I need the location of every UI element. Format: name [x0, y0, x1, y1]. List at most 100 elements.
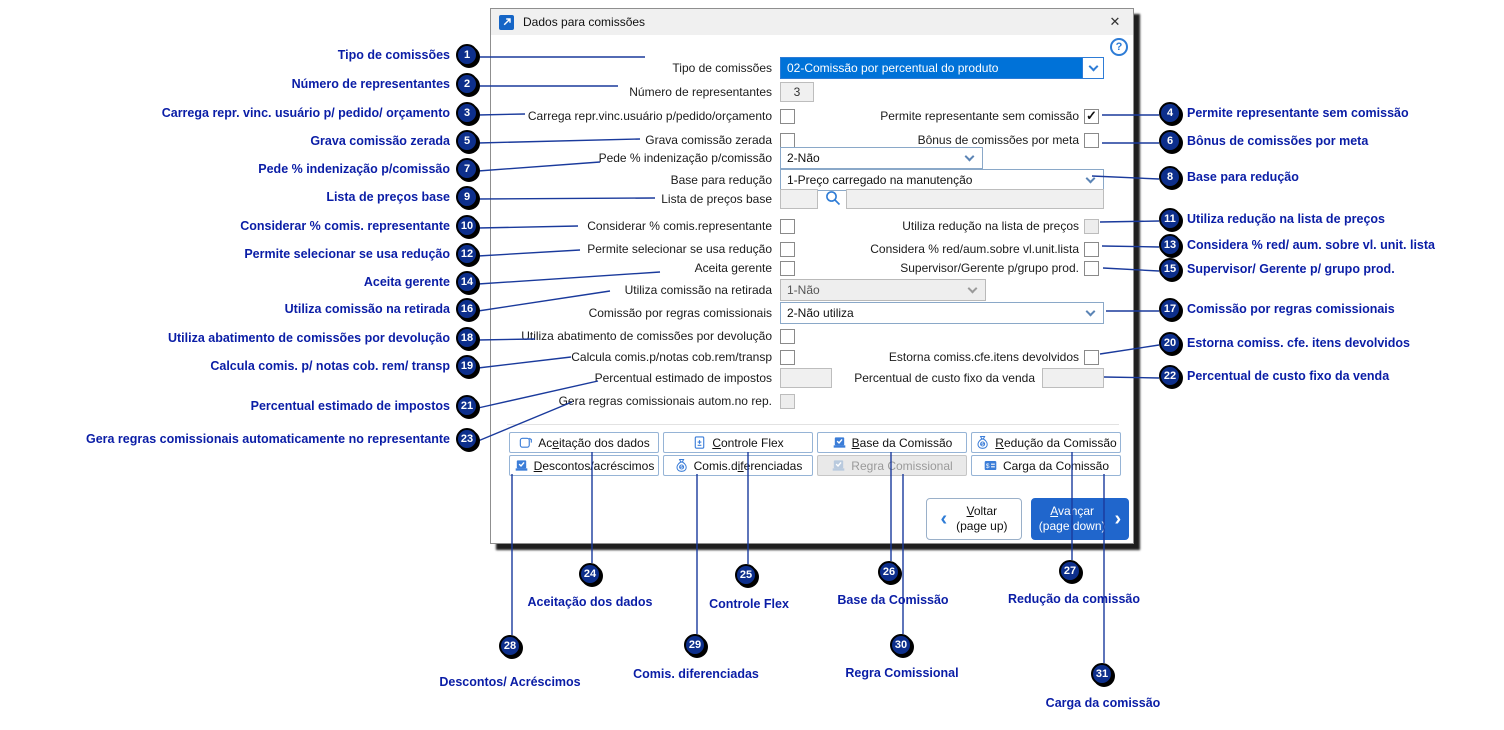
- ballot-check-icon: [515, 460, 527, 471]
- price-list-icon: $: [984, 461, 997, 470]
- close-icon[interactable]: ✕: [1109, 14, 1121, 29]
- svg-text:$: $: [982, 442, 985, 447]
- callout-30-label: Regra Comissional: [845, 666, 959, 680]
- callout-badge-28: 28: [499, 635, 521, 657]
- pede-value: 2-Não: [787, 151, 820, 165]
- aceita-label: Aceita gerente: [694, 261, 772, 275]
- considera-red-checkbox[interactable]: [1084, 242, 1099, 257]
- callout-badge: 16: [456, 298, 478, 320]
- callout-badge: 2: [456, 73, 478, 95]
- gera-label: Gera regras comissionais autom.no rep.: [558, 394, 772, 408]
- svg-text:$: $: [986, 463, 990, 470]
- dialog-title: Dados para comissões: [523, 15, 646, 29]
- avancar-button[interactable]: Avançar(page down) ›: [1031, 498, 1129, 540]
- custo-fixo-label: Percentual de custo fixo da venda: [854, 371, 1035, 385]
- num-repr-label: Número de representantes: [629, 85, 772, 99]
- base-red-combobox[interactable]: 1-Preço carregado na manutenção: [780, 169, 1104, 191]
- callout-badge: 20: [1159, 332, 1181, 354]
- lista-code-input: [780, 189, 818, 209]
- help-icon[interactable]: ?: [1110, 38, 1128, 56]
- callout-badge-30: 30: [890, 634, 912, 656]
- callout-badge: 7: [456, 158, 478, 180]
- permite-sem-label: Permite representante sem comissão: [880, 109, 1079, 123]
- chevron-down-icon: [1082, 58, 1103, 78]
- pede-combobox[interactable]: 2-Não: [780, 147, 983, 169]
- titlebar: Dados para comissões ✕: [491, 9, 1133, 35]
- callout-badge: 1: [456, 44, 478, 66]
- window-arrow-icon: [499, 14, 514, 30]
- chevron-down-icon: [1085, 306, 1096, 316]
- aceita-checkbox[interactable]: [780, 261, 795, 276]
- base-red-label: Base para redução: [670, 173, 772, 187]
- base-comissao-button[interactable]: Base da Comissão: [817, 432, 967, 453]
- tipo-combobox[interactable]: 02-Comissão por percentual do produto: [780, 57, 1104, 79]
- calcula-label: Calcula comis.p/notas cob.rem/transp: [571, 350, 772, 364]
- calcula-checkbox[interactable]: [780, 350, 795, 365]
- considera-red-label: Considera % red/aum.sobre vl.unit.lista: [870, 242, 1079, 256]
- svg-text:$: $: [680, 465, 683, 470]
- utiliza-red-label: Utiliza redução na lista de preços: [902, 219, 1079, 233]
- reducao-comissao-button[interactable]: $ Redução da Comissão: [971, 432, 1121, 453]
- ballot-check-icon: [832, 460, 845, 471]
- supervisor-label: Supervisor/Gerente p/grupo prod.: [900, 261, 1079, 275]
- callout-badge: 6: [1159, 130, 1181, 152]
- num-repr-input: 3: [780, 82, 814, 102]
- descontos-acrescimos-button[interactable]: Descontos/acréscimos: [509, 455, 659, 476]
- callout-23: Gera regras comissionais automaticamente…: [86, 428, 478, 450]
- controle-flex-button[interactable]: Controle Flex: [663, 432, 813, 453]
- estorna-label: Estorna comiss.cfe.itens devolvidos: [888, 350, 1079, 364]
- callout-28-label: Descontos/ Acréscimos: [439, 675, 581, 689]
- flex-document-icon: [695, 436, 705, 449]
- impostos-label: Percentual estimado de impostos: [594, 371, 772, 385]
- callout-badge-27: 27: [1059, 560, 1081, 582]
- callout-badge: 23: [456, 428, 478, 450]
- callout-badge-29: 29: [684, 634, 706, 656]
- chevron-left-icon: ‹: [940, 507, 948, 530]
- chevron-down-icon: [967, 283, 978, 293]
- callout-badge: 10: [456, 215, 478, 237]
- search-icon[interactable]: [824, 189, 842, 212]
- pede-label: Pede % indenização p/comissão: [598, 151, 772, 165]
- callout-19: Calcula comis. p/ notas cob. rem/ transp…: [210, 355, 478, 377]
- considerar-label: Considerar % comis.representante: [587, 219, 772, 233]
- grava-checkbox[interactable]: [780, 133, 795, 148]
- data-box-icon: [520, 437, 533, 448]
- gera-checkbox: [780, 394, 795, 409]
- callout-24-label: Aceitação dos dados: [527, 595, 653, 609]
- lista-label: Lista de preços base: [661, 192, 772, 206]
- base-red-value: 1-Preço carregado na manutenção: [787, 173, 973, 187]
- permite-sel-label: Permite selecionar se usa redução: [587, 242, 772, 256]
- supervisor-checkbox[interactable]: [1084, 261, 1099, 276]
- callout-badge: 3: [456, 102, 478, 124]
- commission-data-dialog: Dados para comissões ✕ ? Tipo de comissõ…: [490, 8, 1134, 544]
- callout-badge: 17: [1159, 298, 1181, 320]
- regras-combobox[interactable]: 2-Não utiliza: [780, 302, 1104, 324]
- permite-sel-checkbox[interactable]: [780, 242, 795, 257]
- estorna-checkbox[interactable]: [1084, 350, 1099, 365]
- considerar-checkbox[interactable]: [780, 219, 795, 234]
- aceitacao-dados-button[interactable]: Aceitação dos dados: [509, 432, 659, 453]
- carga-comissao-button[interactable]: $ Carga da Comissão: [971, 455, 1121, 476]
- permite-sem-checkbox[interactable]: ✓: [1084, 109, 1099, 124]
- comis-diferenciadas-button[interactable]: $ Comis.diferenciadas: [663, 455, 813, 476]
- callout-badge: 8: [1159, 166, 1181, 188]
- abatimento-checkbox[interactable]: [780, 329, 795, 344]
- callout-badge: 13: [1159, 234, 1181, 256]
- voltar-button[interactable]: ‹ Voltar(page up): [926, 498, 1022, 540]
- carrega-checkbox[interactable]: [780, 109, 795, 124]
- bonus-checkbox[interactable]: [1084, 133, 1099, 148]
- callout-3: Carrega repr. vinc. usuário p/ pedido/ o…: [162, 102, 478, 124]
- retirada-label: Utiliza comissão na retirada: [624, 283, 772, 297]
- callout-27-label: Redução da comissão: [1008, 592, 1140, 606]
